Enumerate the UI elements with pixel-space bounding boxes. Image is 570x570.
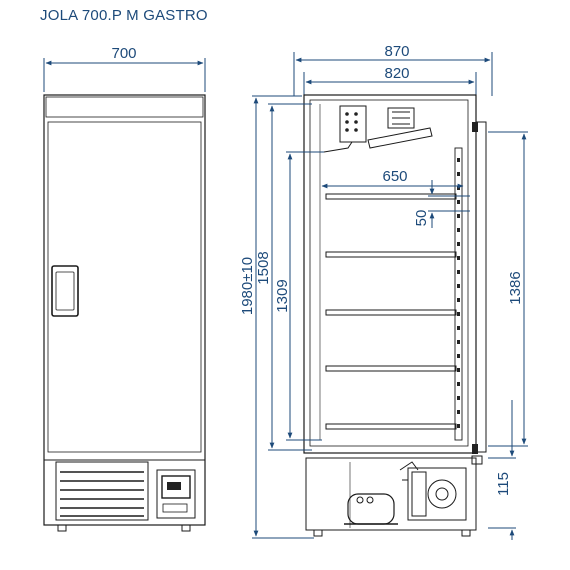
door-hinge-top: [472, 122, 478, 132]
dim-width-outer-label: 870: [384, 43, 409, 60]
door-handle: [51, 265, 79, 317]
ventilation-grille: [55, 461, 149, 521]
shelf: [325, 423, 457, 430]
control-panel-icon: [156, 469, 196, 519]
condenser-icon: [399, 461, 467, 521]
door-panel: [47, 121, 202, 453]
dim-shelf-pitch-label: 50: [413, 210, 430, 227]
dim-width-front-label: 700: [111, 45, 136, 62]
side-foot-right: [461, 529, 471, 537]
section-view: 870 820: [239, 43, 528, 540]
dim-door-height-label: 1386: [507, 271, 524, 304]
dim-height-usable-label: 1309: [274, 279, 291, 312]
dim-height-interior-label: 1508: [255, 251, 272, 284]
cabinet-side-outline: [303, 94, 477, 454]
product-title: JOLA 700.P M GASTRO: [40, 7, 208, 24]
foot-left: [57, 524, 67, 532]
top-header-panel: [45, 96, 204, 118]
evaporator-unit-icon: [323, 105, 433, 153]
compressor-icon: [344, 493, 398, 525]
dim-base-height-label: 115: [495, 472, 512, 496]
shelves: [325, 193, 457, 430]
cabinet-outline: [43, 94, 206, 526]
shelf: [325, 251, 457, 258]
door-bottom-hinge-icon: [471, 455, 483, 465]
dim-shelf-width-label: 650: [382, 168, 407, 185]
shelf: [325, 365, 457, 372]
inner-liner: [309, 99, 469, 447]
door-side: [475, 121, 487, 453]
front-view: 700: [43, 45, 206, 532]
dim-width-inner-label: 820: [384, 65, 409, 82]
dim-height-total-label: 1980±10: [239, 257, 256, 315]
side-foot-left: [313, 529, 323, 537]
door-hinge-bottom: [472, 444, 478, 454]
compressor-compartment: [305, 457, 477, 531]
shelf-rail: [454, 147, 463, 441]
foot-right: [181, 524, 191, 532]
shelf: [325, 309, 457, 316]
